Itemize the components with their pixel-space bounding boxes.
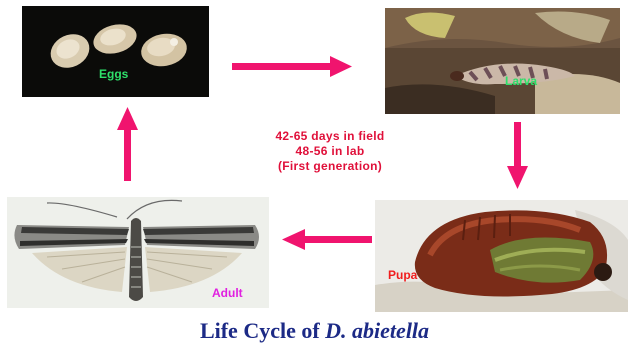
- generation-note: (First generation): [230, 159, 430, 174]
- diagram-title: Life Cycle of D. abietella: [0, 318, 629, 344]
- arrow-eggs-to-larva: [232, 56, 352, 77]
- duration-note: 42-65 days in field 48-56 in lab (First …: [230, 129, 430, 174]
- title-prefix: Life Cycle of: [200, 318, 325, 343]
- arrow-larva-to-pupa: [507, 122, 528, 189]
- arrow-pupa-to-adult: [282, 229, 372, 250]
- arrow-adult-to-eggs: [117, 107, 138, 181]
- title-species: D. abietella: [325, 318, 429, 343]
- duration-lab: 48-56 in lab: [230, 144, 430, 159]
- duration-field: 42-65 days in field: [230, 129, 430, 144]
